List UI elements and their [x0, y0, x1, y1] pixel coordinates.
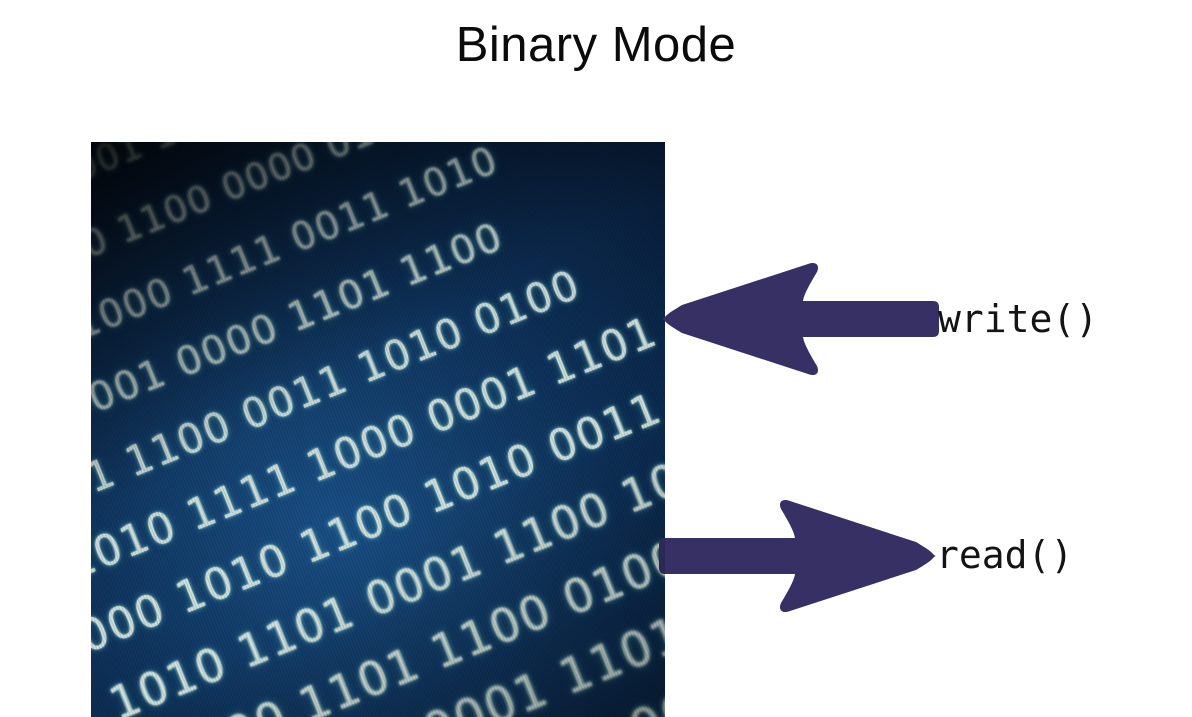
read-arrow-shape — [659, 499, 936, 613]
read-call-label: read() — [936, 533, 1074, 577]
page-title: Binary Mode — [455, 18, 737, 72]
read-arrow-icon — [659, 499, 936, 613]
write-arrow-shape — [662, 262, 939, 376]
write-arrow-icon — [662, 262, 939, 376]
write-call-label: write() — [938, 297, 1099, 341]
